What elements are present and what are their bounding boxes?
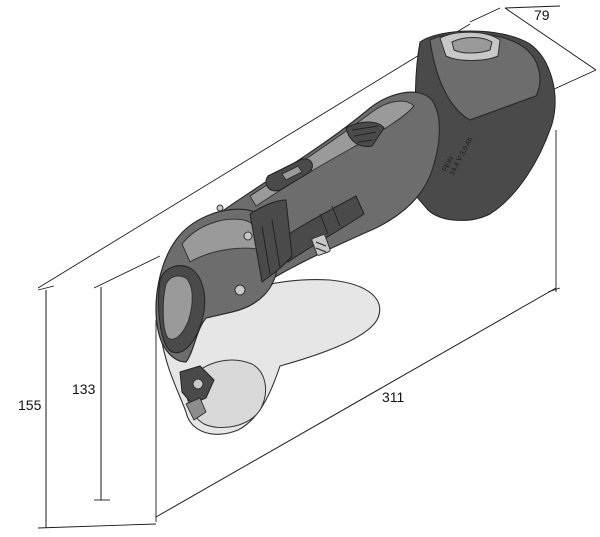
dimension-depth: 79 [534, 7, 550, 23]
brand-emblem [311, 234, 331, 256]
dimension-lines [37, 5, 597, 529]
dimension-height-total: 155 [18, 397, 42, 413]
dimension-height-body: 133 [72, 381, 96, 397]
screw-1 [234, 284, 246, 296]
tool-illustration: FEIN 14,4 V 3,0 Ah [155, 30, 556, 435]
screw-3 [216, 204, 224, 212]
screw-2 [243, 231, 253, 241]
dimension-length: 311 [382, 389, 405, 405]
